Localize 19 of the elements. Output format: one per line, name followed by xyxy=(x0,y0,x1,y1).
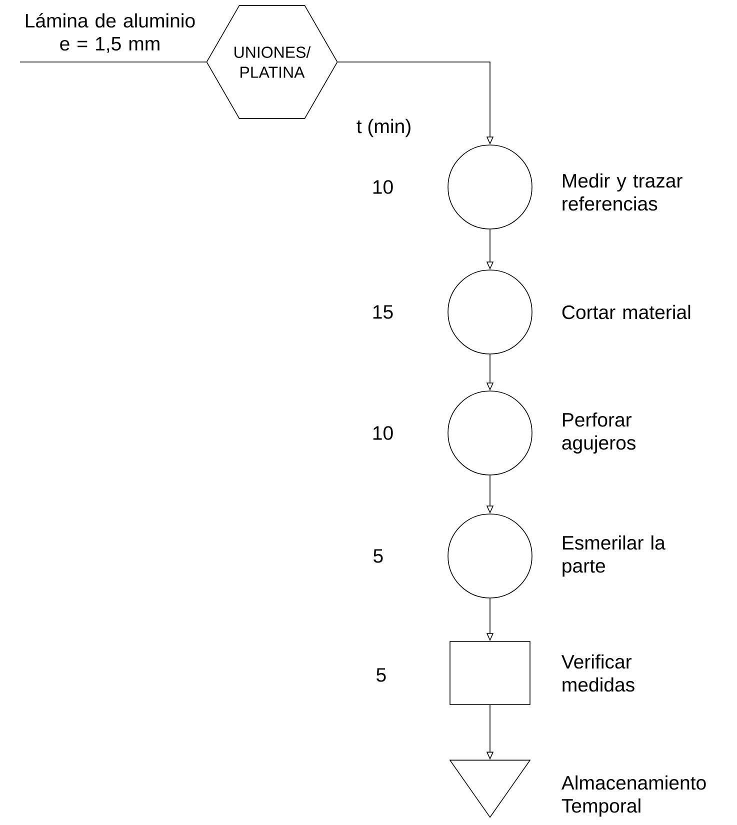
step-label: Almacenamiento Temporal xyxy=(561,775,706,817)
operation-circle xyxy=(448,270,532,354)
time-value: 15 xyxy=(373,305,393,319)
operation-circle xyxy=(448,514,532,598)
time-value: 10 xyxy=(373,180,393,194)
edge-label: Lámina de aluminio e = 1,5 mm xyxy=(14,12,206,54)
step-label: Esmerilar la parte xyxy=(562,535,666,577)
step-label: Perforar agujeros xyxy=(562,412,636,454)
column-heading: t (min) xyxy=(356,118,410,138)
time-value: 5 xyxy=(376,668,386,682)
operation-circle xyxy=(448,144,532,230)
part-hexagon: UNIONES/ PLATINA xyxy=(206,5,338,119)
step-label: Medir y trazar referencias xyxy=(562,173,682,211)
step-label: Cortar material xyxy=(562,304,690,320)
step-label: Verificar medidas xyxy=(561,654,634,692)
time-value: 10 xyxy=(373,426,393,440)
operation-circle xyxy=(448,390,532,476)
time-value: 5 xyxy=(374,549,383,563)
inspection-box xyxy=(450,641,530,705)
